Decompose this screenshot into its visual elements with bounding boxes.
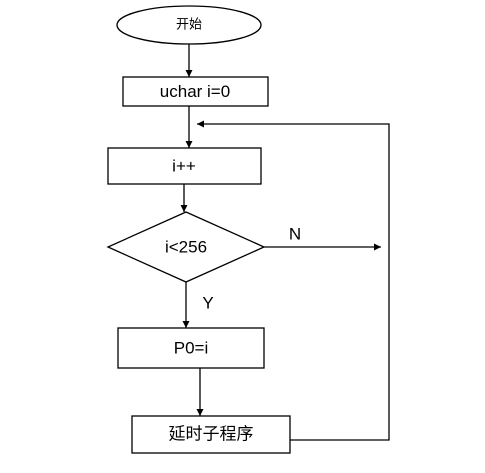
decision-yes-label: Y — [202, 294, 213, 313]
delay-node-shape — [131, 415, 291, 454]
decision-no-label: N — [289, 225, 301, 244]
arrow-loop-back — [197, 120, 390, 441]
assign-node-label: P0=i — [174, 339, 209, 358]
init-node: uchar i=0 — [122, 76, 269, 107]
increment-node-label: i++ — [172, 157, 196, 176]
decision-node-label: i<256 — [165, 238, 207, 257]
start-node-label: 开始 — [176, 18, 202, 33]
increment-node: i++ — [107, 147, 262, 185]
delay-node-label: 延时子程序 — [169, 425, 254, 445]
init-node-label: uchar i=0 — [160, 82, 230, 101]
decision-node: i<256 — [106, 211, 266, 283]
assign-node: P0=i — [117, 327, 265, 369]
start-node: 开始 — [116, 5, 262, 45]
delay-node: 延时子程序 — [131, 415, 291, 454]
assign-node-shape — [117, 327, 265, 369]
init-node-shape — [122, 76, 269, 107]
